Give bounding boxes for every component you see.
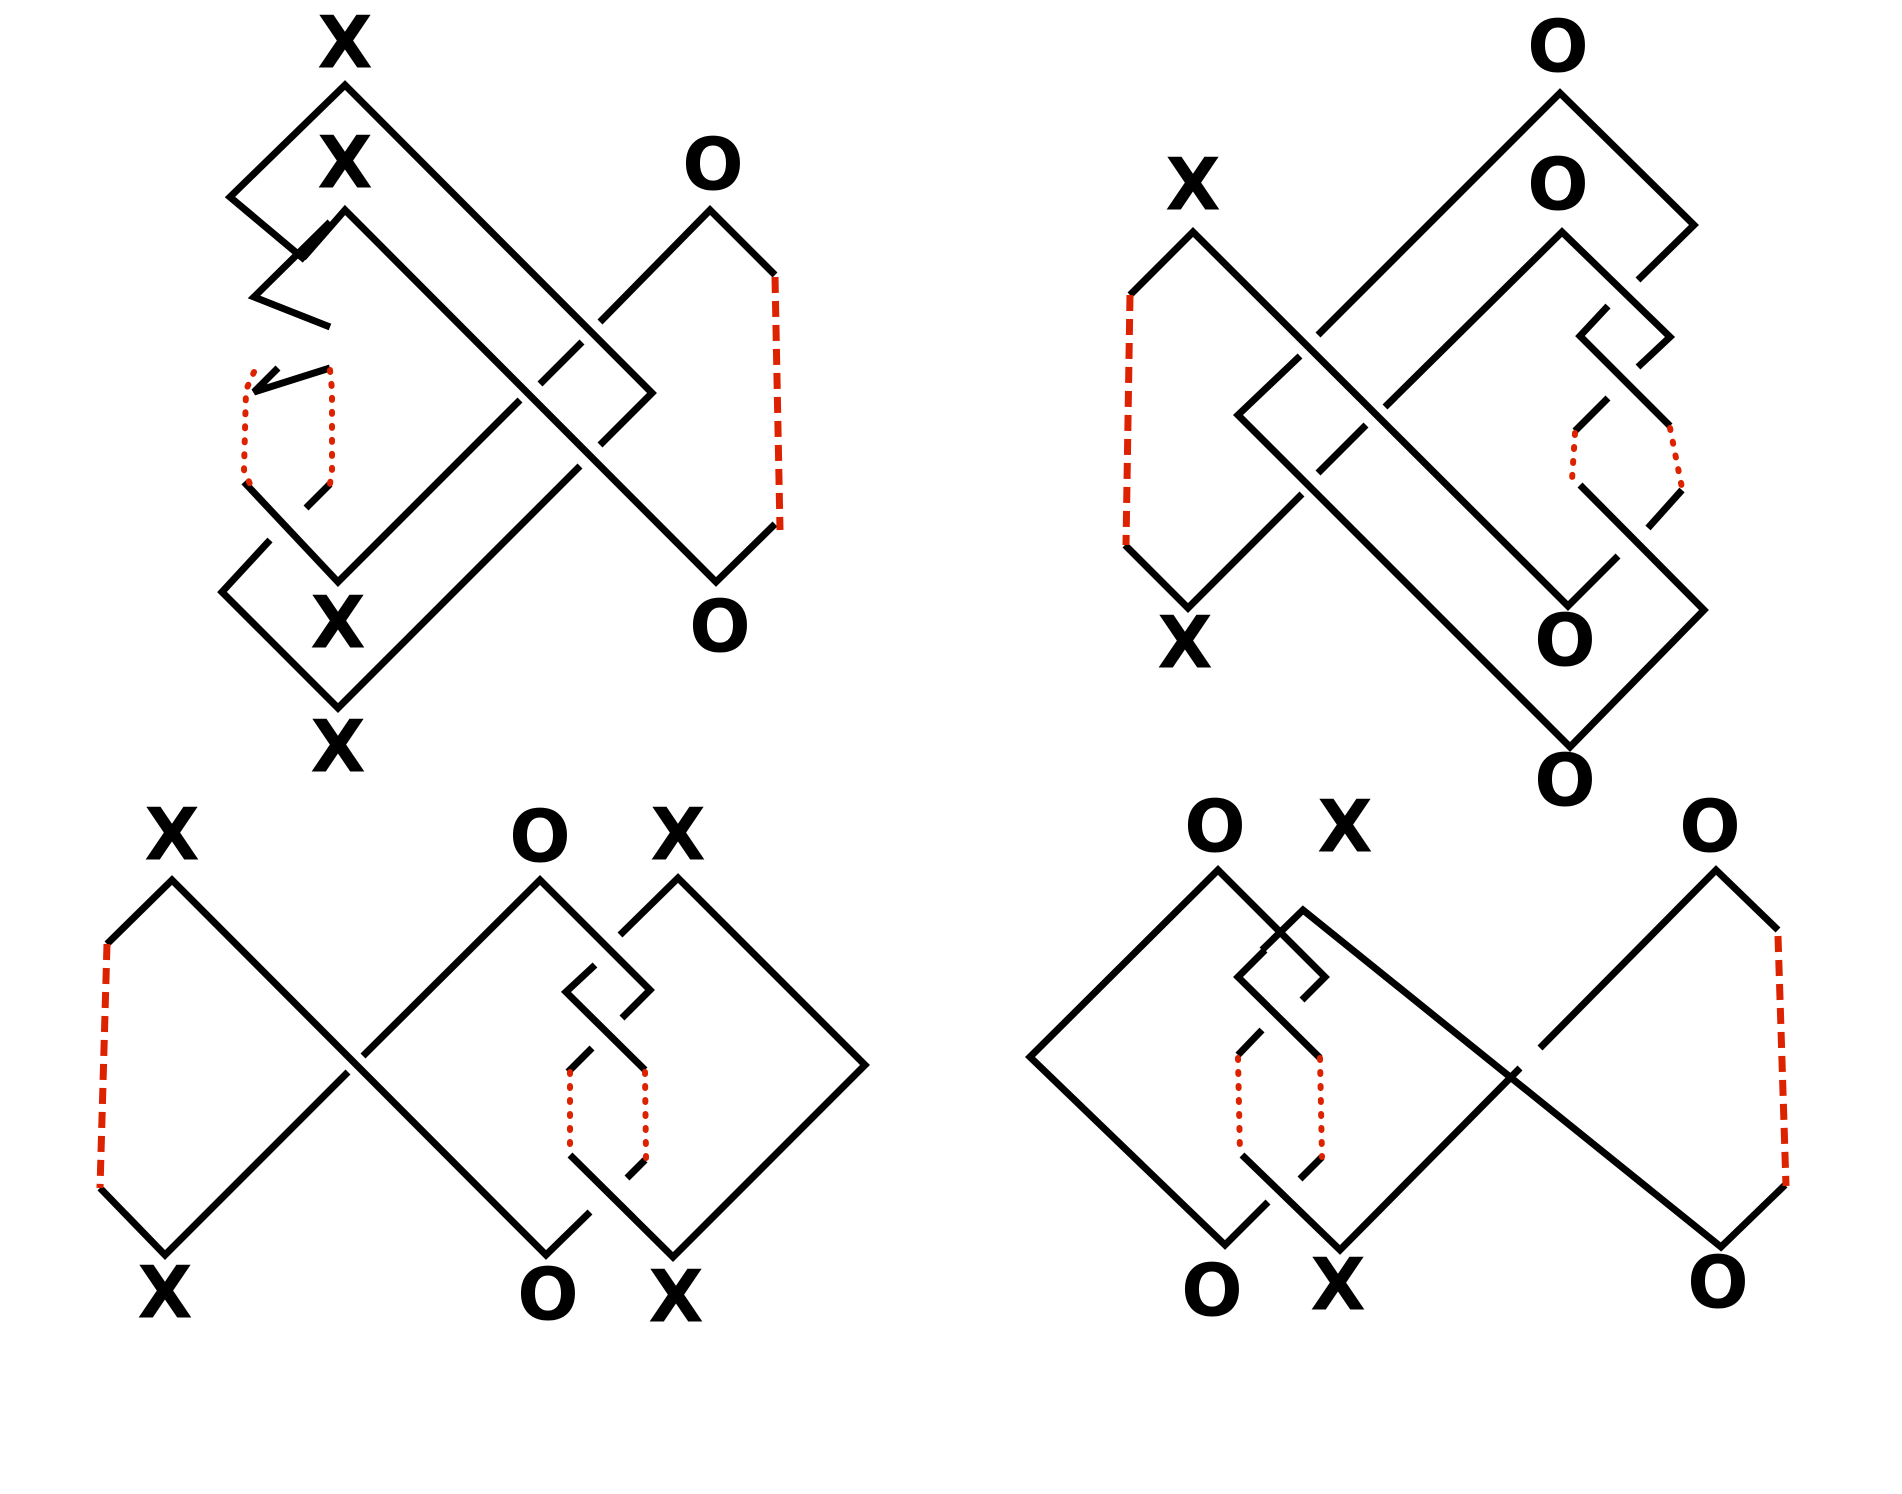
node-label: X	[1165, 143, 1221, 227]
panel-bottom-right: O X O O X O	[1024, 785, 1790, 1333]
strand	[597, 205, 778, 325]
strand	[247, 219, 333, 331]
strand	[104, 875, 593, 1260]
node-label: X	[137, 1251, 193, 1335]
strand	[1537, 865, 1781, 1051]
strand	[217, 463, 583, 713]
strand	[360, 875, 655, 1059]
dashed-edge	[1122, 294, 1134, 546]
strand	[1259, 905, 1788, 1252]
strand	[1572, 395, 1611, 434]
strand	[97, 1069, 351, 1260]
node-label: X	[310, 581, 366, 665]
strand	[565, 1045, 595, 1075]
strand	[567, 873, 870, 1262]
node-label: O	[689, 585, 750, 669]
strand	[560, 962, 648, 1073]
dashed-edge	[1774, 935, 1790, 1187]
strand	[1575, 303, 1673, 429]
strand	[1297, 1154, 1325, 1182]
node-label: O	[1534, 599, 1595, 683]
strand	[1122, 491, 1305, 613]
strand	[241, 397, 523, 588]
node-label: O	[1181, 1249, 1242, 1333]
strand	[224, 80, 657, 448]
node-label: O	[1527, 5, 1588, 89]
dotted-edge	[1569, 425, 1685, 491]
node-label: O	[1534, 739, 1595, 823]
strand	[537, 339, 585, 387]
dashed-edge	[771, 276, 784, 531]
node-label: X	[1310, 1243, 1366, 1327]
knot-strands	[1122, 88, 1709, 752]
strand	[1024, 865, 1330, 1250]
knot-strands	[97, 873, 870, 1262]
strand	[1382, 227, 1676, 410]
dotted-edge	[240, 367, 335, 487]
node-label: X	[317, 1, 373, 85]
node-label: O	[682, 123, 743, 207]
node-label: X	[144, 793, 200, 877]
node-label: O	[1184, 785, 1245, 869]
strand	[251, 364, 332, 396]
dashed-edge	[96, 943, 111, 1189]
node-label: O	[1527, 143, 1588, 227]
node-label: X	[648, 1255, 704, 1339]
node-label: X	[310, 705, 366, 789]
strand	[300, 204, 778, 587]
strand	[1232, 353, 1709, 752]
strand	[624, 1157, 648, 1181]
panel-top-left: X X O X O X	[217, 1, 784, 789]
strand	[1233, 947, 1323, 1061]
node-label: O	[1687, 1241, 1748, 1325]
strand	[1315, 88, 1699, 338]
knot-strands	[217, 80, 778, 713]
strand	[1315, 422, 1369, 476]
strand	[1127, 227, 1621, 611]
node-label: O	[517, 1253, 578, 1337]
dotted-edge	[567, 1069, 649, 1161]
dotted-edge	[1235, 1055, 1325, 1160]
strand	[1235, 1027, 1265, 1058]
panel-bottom-left: X O X X O X	[96, 793, 870, 1339]
panel-top-right: O X O X O O	[1122, 5, 1709, 823]
node-label: X	[650, 793, 706, 877]
node-label: X	[317, 121, 373, 205]
strand	[1239, 1065, 1523, 1255]
node-label: O	[509, 795, 570, 879]
node-label: X	[1157, 601, 1213, 685]
node-label: O	[1679, 785, 1740, 869]
node-label: X	[1317, 785, 1373, 869]
knot-strands	[1024, 865, 1788, 1255]
strand	[1645, 487, 1685, 531]
strand	[303, 481, 333, 511]
